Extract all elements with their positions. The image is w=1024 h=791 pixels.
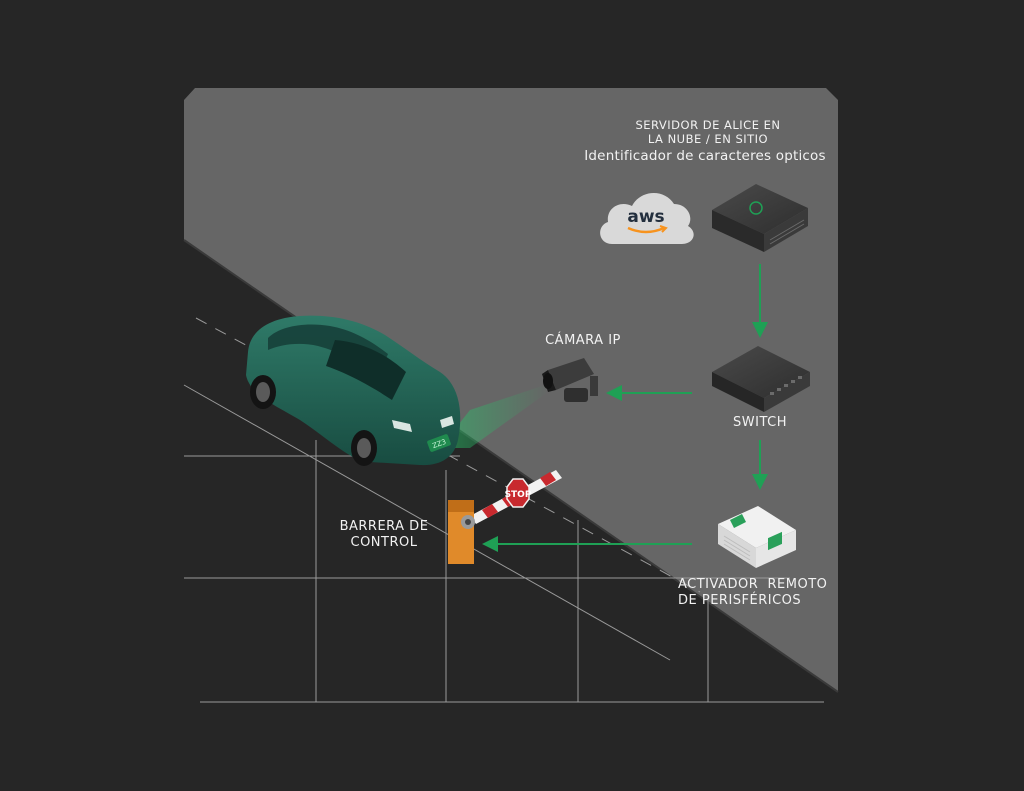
aws-logo-text: aws — [627, 207, 664, 227]
server-label-line1: SERVIDOR DE ALICE EN — [635, 118, 781, 132]
car-icon: ZZ3 — [246, 315, 461, 466]
barrier-label-line2: CONTROL — [350, 535, 418, 551]
camera-icon — [542, 358, 598, 402]
activator-label-line2: DE PERISFÉRICOS — [678, 593, 802, 609]
activator-label: ACTIVADOR REMOTO DE PERISFÉRICOS — [678, 577, 844, 610]
camera-label: CÁMARA IP — [545, 333, 621, 348]
activator-label-line1: ACTIVADOR REMOTO — [678, 577, 828, 592]
switch-label: SWITCH — [733, 415, 787, 430]
switch-icon — [712, 346, 810, 412]
server-label: SERVIDOR DE ALICE EN LA NUBE / EN SITIO — [590, 118, 826, 147]
stop-sign-text: STOP — [505, 490, 532, 500]
flow-arrows — [482, 264, 768, 552]
aws-cloud-icon: aws — [600, 192, 694, 244]
barrier-label: BARRERA DE CONTROL — [326, 519, 442, 552]
barrier-label-line1: BARRERA DE — [339, 519, 429, 534]
scan-beam — [440, 384, 548, 448]
ocr-label: Identificador de caracteres opticos — [584, 148, 826, 164]
activator-icon — [718, 506, 796, 568]
server-label-line2: LA NUBE / EN SITIO — [647, 132, 769, 147]
barrier-icon: STOP — [448, 470, 562, 564]
server-icon — [712, 184, 808, 252]
